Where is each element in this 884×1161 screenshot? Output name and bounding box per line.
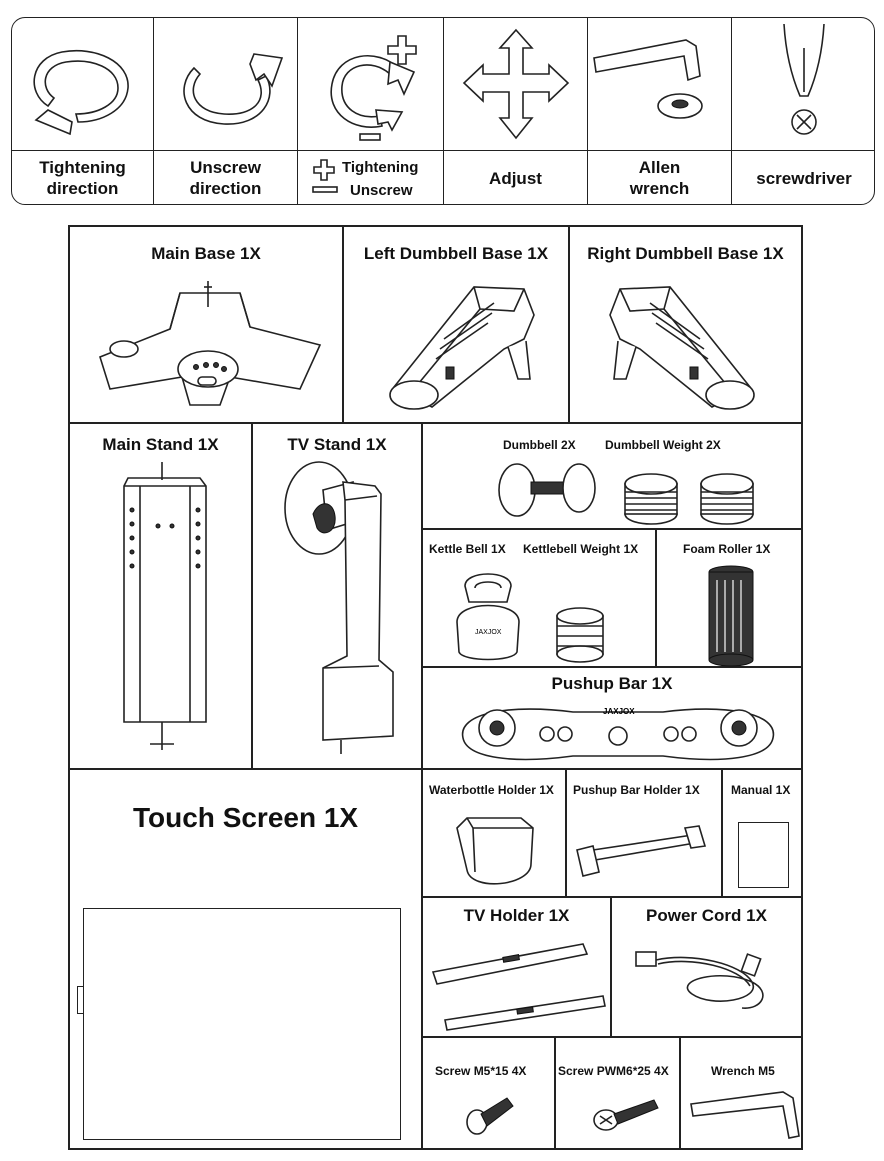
screwdriver-icon (783, 23, 825, 135)
part-pushup-bar-holder: Pushup Bar Holder 1X (566, 769, 722, 897)
part-wrench-m5: Wrench M5 (680, 1037, 802, 1149)
kettlebell-weight-stack (556, 607, 604, 663)
dumbbell-weight-stack-1 (624, 473, 678, 525)
part-title-screw-m5: Screw M5*15 4X (435, 1064, 527, 1078)
screw-m5-illustration (466, 1097, 514, 1135)
clockwise-arrow-icon (33, 50, 129, 136)
kettlebell-brand-mark: JAXJOX (475, 629, 502, 636)
part-title-screw-pwm6: Screw PWM6*25 4X (558, 1064, 669, 1078)
main-stand-illustration (123, 462, 207, 750)
legend-allen-line1: Allen (638, 158, 681, 177)
part-title-dumbbell-weight: Dumbbell Weight 2X (605, 438, 721, 452)
icon-legend: Tightening direction Unscrew direction (11, 17, 875, 205)
part-manual: Manual 1X (722, 769, 802, 897)
part-kettlebell: Kettle Bell 1X Kettlebell Weight 1X JAXJ… (422, 529, 656, 667)
part-waterbottle-holder: Waterbottle Holder 1X (422, 769, 566, 897)
waterbottle-holder-illustration (456, 817, 534, 885)
legend-plus-minus: Tightening Unscrew (298, 18, 444, 204)
legend-allen-line2: wrench (629, 179, 690, 198)
touch-screen-panel (83, 908, 401, 1140)
legend-unscrew-line2: direction (189, 179, 262, 198)
part-right-dumbbell-base: Right Dumbbell Base 1X (569, 226, 802, 423)
manual-illustration (738, 822, 789, 888)
foam-roller-illustration (708, 565, 754, 667)
part-title-wrench-m5: Wrench M5 (711, 1064, 775, 1078)
kettlebell-illustration: JAXJOX (456, 573, 604, 663)
legend-screwdriver-label: screwdriver (732, 150, 874, 204)
part-tv-holder: TV Holder 1X (422, 897, 611, 1037)
main-base-illustration (99, 281, 322, 406)
pushup-brand-mark: JAXJOX (603, 707, 635, 716)
dumbbell-illustration (498, 463, 754, 525)
right-dumbbell-base-illustration (609, 286, 755, 410)
part-power-cord: Power Cord 1X (611, 897, 802, 1037)
legend-tightening-line2: direction (46, 179, 119, 198)
legend-allen-wrench: Allen wrench (588, 18, 732, 204)
part-foam-roller: Foam Roller 1X (656, 529, 802, 667)
plus-minus-rotation-icon (330, 35, 417, 141)
dumbbell-weight-stack-2 (700, 473, 754, 525)
part-title: TV Stand 1X (287, 435, 387, 454)
part-screw-m5: Screw M5*15 4X (422, 1037, 555, 1149)
left-dumbbell-base-illustration (389, 286, 535, 410)
part-tv-stand: TV Stand 1X (252, 423, 422, 769)
legend-minus-label: Unscrew (350, 182, 413, 199)
part-screw-pwm6: Screw PWM6*25 4X (555, 1037, 680, 1149)
legend-tightening-line1: Tightening (39, 158, 126, 177)
parts-list: Main Base 1X Left Dumbbell Base 1X Right… (68, 225, 803, 1150)
screw-pwm6-illustration (593, 1099, 659, 1131)
part-title-kettle-bell: Kettle Bell 1X (429, 542, 506, 556)
legend-adjust: Adjust (444, 18, 588, 204)
pushup-bar-illustration: JAXJOX (461, 707, 775, 761)
part-title: Pushup Bar 1X (551, 674, 673, 693)
wrench-m5-illustration (690, 1091, 800, 1139)
counterclockwise-arrow-icon (183, 53, 284, 125)
tv-stand-illustration (284, 461, 394, 754)
part-title: TV Holder 1X (463, 906, 570, 925)
legend-plus-label: Tightening (342, 159, 419, 176)
part-main-base: Main Base 1X (69, 226, 343, 423)
part-title: Main Base 1X (151, 244, 261, 263)
plus-icon (313, 159, 335, 181)
part-title-touch-screen: Touch Screen 1X (133, 802, 359, 833)
legend-screwdriver: screwdriver (732, 18, 874, 204)
part-touch-screen: Touch Screen 1X (69, 769, 422, 1149)
part-title-manual: Manual 1X (731, 783, 791, 797)
legend-tightening: Tightening direction (12, 18, 154, 204)
four-way-arrow-icon (462, 28, 570, 140)
part-title: Main Stand 1X (102, 435, 219, 454)
part-title-foam-roller: Foam Roller 1X (683, 542, 771, 556)
tv-holder-illustration (431, 943, 606, 1031)
part-title-kettlebell-weight: Kettlebell Weight 1X (523, 542, 639, 556)
part-title: Left Dumbbell Base 1X (363, 244, 549, 263)
part-main-stand: Main Stand 1X (69, 423, 252, 769)
part-title: Right Dumbbell Base 1X (587, 244, 784, 263)
power-cord-illustration (635, 951, 764, 1009)
part-title-waterbottle-holder: Waterbottle Holder 1X (429, 783, 554, 797)
pushup-bar-holder-illustration (576, 825, 707, 877)
touch-screen-tab (77, 986, 84, 1014)
part-title: Power Cord 1X (646, 906, 767, 925)
part-title-pushup-bar-holder: Pushup Bar Holder 1X (573, 783, 700, 797)
allen-wrench-icon (593, 39, 703, 119)
part-dumbbells: Dumbbell 2X Dumbbell Weight 2X (422, 423, 802, 529)
minus-icon (312, 186, 338, 193)
part-pushup-bar: Pushup Bar 1X JAXJOX (422, 667, 802, 769)
legend-unscrew: Unscrew direction (154, 18, 298, 204)
part-title-dumbbell: Dumbbell 2X (503, 438, 576, 452)
legend-adjust-label: Adjust (444, 150, 587, 204)
legend-unscrew-line1: Unscrew (190, 158, 261, 177)
part-left-dumbbell-base: Left Dumbbell Base 1X (343, 226, 569, 423)
